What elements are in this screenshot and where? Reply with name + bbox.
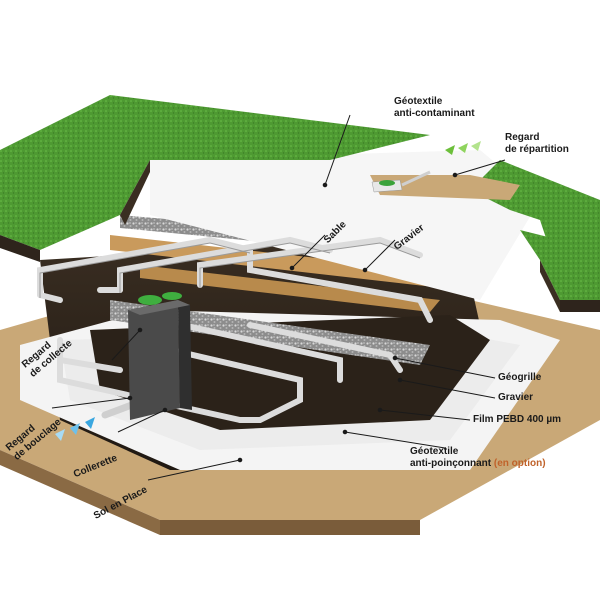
sol-en-place-front: [0, 450, 160, 535]
label-geotextile-antipoinconnant-text: anti-poinçonnant: [410, 458, 492, 469]
pipe-network-upper-shade: [39, 242, 421, 298]
grass-edge-right-front: [560, 300, 600, 312]
label-geotextile-anticontaminant-line2: anti-contaminant: [394, 108, 475, 119]
label-regard-repartition-line2: de répartition: [505, 144, 569, 155]
label-geotextile-anticontaminant-line1: Géotextile: [394, 96, 443, 107]
grass-edge-left: [0, 235, 40, 262]
label-geogrille: Géogrille: [498, 372, 542, 383]
label-regard-repartition: Regard de répartition: [505, 132, 569, 156]
label-en-option: (en option): [493, 458, 546, 469]
pipe-network-lower: [57, 317, 403, 423]
label-geotextile-anticontaminant: Géotextile anti-contaminant: [394, 96, 475, 120]
grass-edge-right: [540, 260, 560, 312]
label-geotextile-antipoinconnant-line2: anti-poinçonnant (en option): [410, 458, 546, 470]
label-film-pebd: Film PEBD 400 µm: [473, 414, 562, 425]
regard-repartition-box: [371, 170, 431, 193]
label-geotextile-antipoinconnant-line1: Géotextile: [410, 446, 459, 457]
sol-en-place-front-right: [160, 520, 420, 535]
leader-lines: [51, 114, 506, 481]
grass-top-left: [0, 95, 430, 250]
regard-collecte-lid: [138, 295, 162, 305]
sand-stripe-2: [140, 265, 440, 312]
regard-collecte-box: [128, 292, 192, 420]
green-arrow-icon: [445, 141, 481, 155]
sand-stripe-1: [110, 235, 470, 290]
label-regard-repartition-line1: Regard: [505, 132, 540, 143]
grass-edge-back: [120, 160, 150, 225]
label-gravier-bottom: Gravier: [498, 392, 534, 403]
label-geotextile-antipoinconnant: Géotextile anti-poinçonnant (en option): [410, 446, 546, 470]
blue-arrow-icon: [55, 417, 95, 441]
regard-bouclage-lid: [162, 292, 182, 300]
grass-block-right-lower: [520, 230, 600, 300]
